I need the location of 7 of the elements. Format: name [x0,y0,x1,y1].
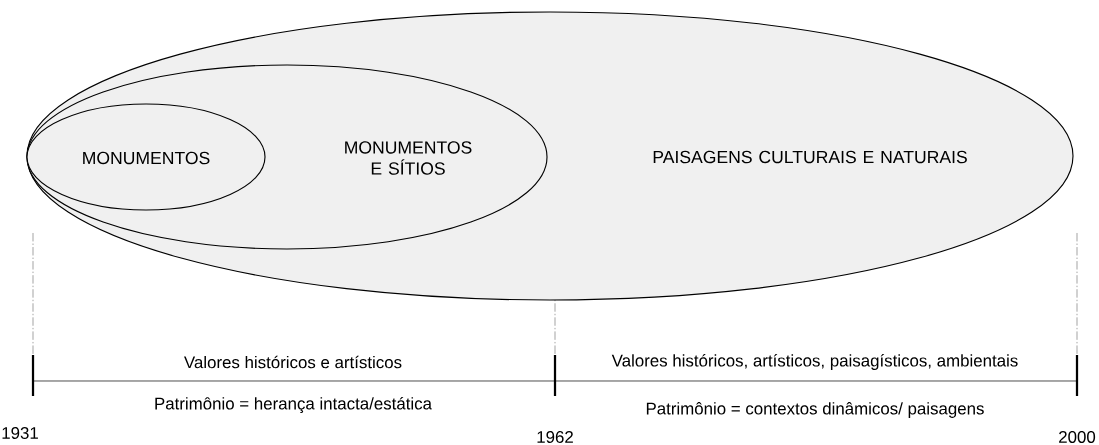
timeline-label: Valores históricos e artísticos [184,355,402,369]
timeline-label: 1931 [2,427,38,439]
timeline-label: 1962 [537,431,573,443]
timeline-label: Valores históricos, artísticos, paisagísticos, ambientais [611,354,1018,370]
timeline-label: Patrimônio = herança intacta/estática [155,397,432,413]
timeline-label: 2000 [1059,431,1096,443]
timeline-label: Patrimônio = contextos dinâmicos/ paisagens [646,402,984,418]
